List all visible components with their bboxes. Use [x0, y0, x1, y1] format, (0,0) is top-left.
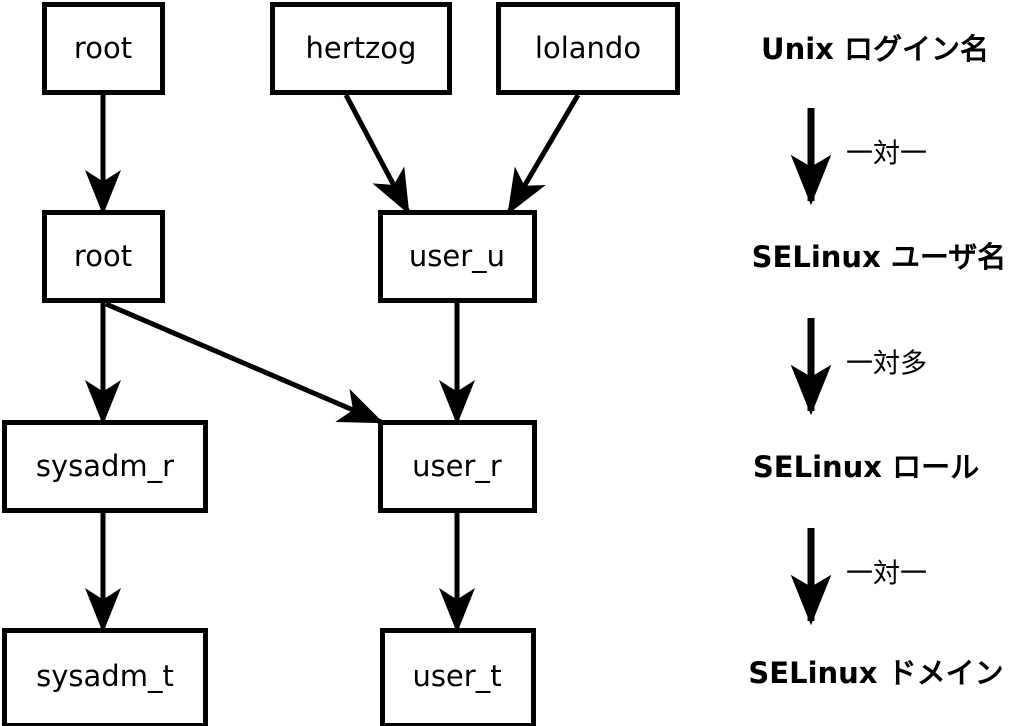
edge-root-to-user_r	[105, 301, 384, 425]
legend-level-selinux-role: SELinux ロール	[753, 450, 979, 484]
node-label: lolando	[535, 31, 641, 65]
node-login-lolando[interactable]: lolando	[496, 2, 680, 95]
node-label: root	[74, 239, 132, 273]
node-label: hertzog	[306, 31, 417, 65]
node-seuser-root[interactable]: root	[42, 210, 165, 303]
legend-arrow-1: 一対一	[790, 108, 927, 206]
legend-arrow-2: 一対多	[790, 318, 927, 416]
node-role-sysadm-r[interactable]: sysadm_r	[2, 420, 208, 513]
legend-cardinality-label: 一対一	[846, 559, 927, 590]
node-role-user-r[interactable]: user_r	[378, 420, 537, 513]
node-label: root	[74, 31, 132, 65]
edge-group	[85, 93, 581, 634]
legend-level-unix-login: Unix ログイン名	[761, 32, 989, 66]
node-login-root[interactable]: root	[42, 2, 165, 95]
legend-level-selinux-domain: SELinux ドメイン	[748, 656, 1003, 690]
legend-arrow-3: 一対一	[790, 528, 927, 626]
node-domain-sysadm-t[interactable]: sysadm_t	[2, 628, 208, 726]
node-seuser-user-u[interactable]: user_u	[378, 210, 537, 303]
node-label: user_t	[412, 659, 501, 693]
node-label: sysadm_r	[36, 449, 174, 483]
edge-lolando-to-user_u	[506, 93, 581, 215]
node-label: user_u	[409, 239, 505, 273]
node-group: root hertzog lolando root user_u sysadm_	[2, 2, 680, 726]
legend-cardinality-label: 一対一	[846, 139, 927, 170]
node-login-hertzog[interactable]: hertzog	[270, 2, 452, 95]
edge-hertzog-to-user_u	[343, 93, 411, 215]
legend-column: Unix ログイン名 SELinux ユーザ名 SELinux ロール SELi…	[748, 32, 1006, 690]
node-label: user_r	[412, 449, 502, 483]
node-label: sysadm_t	[36, 659, 174, 693]
legend-level-selinux-user: SELinux ユーザ名	[752, 240, 1007, 274]
node-domain-user-t[interactable]: user_t	[380, 628, 536, 726]
legend-cardinality-label: 一対多	[846, 349, 927, 380]
